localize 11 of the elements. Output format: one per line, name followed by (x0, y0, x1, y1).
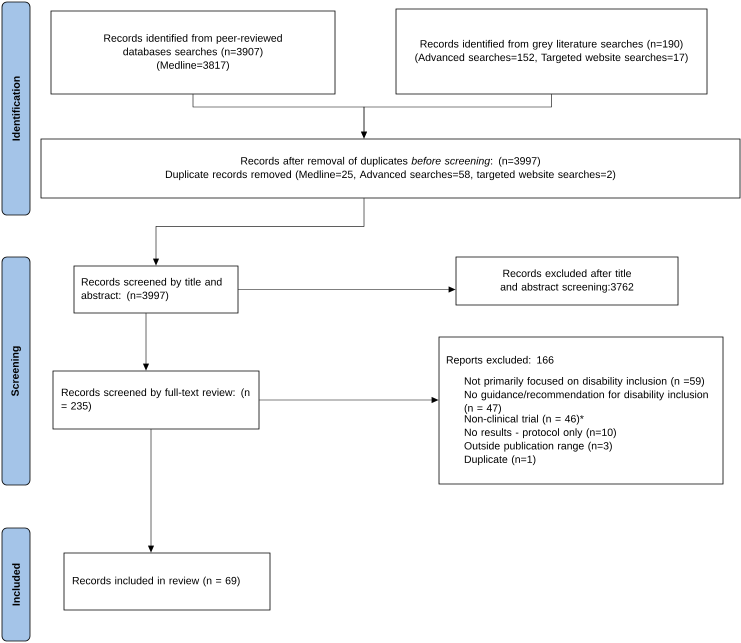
process-box: Records screened by full-text review: (n = 235) (52, 370, 260, 430)
process-box: Records screened by title and abstract: (n=3997) (74, 266, 238, 314)
exclusion-box: Reports excluded: 166 Not primarily focused on disability inclusion (n =59) No guidance/recommendation for disability inclusion (n = 47) Non-clinical trial (n = 46)* No results - protocol only (n=10) Outside publication range (n=3) Duplicate (n=1) (438, 336, 724, 484)
process-box: Records after removal of duplicates before screening: (n=3997) Duplicate records removed (Medline=25, Advanced searches=58, targeted website searches=2) (40, 138, 740, 198)
stage-band: Included (2, 528, 30, 642)
stage-band: Identification (2, 2, 30, 216)
process-box: Records identified from peer-reviewed databases searches (n=3907) (Medline=3817) (50, 10, 336, 94)
stage-band: Screening (2, 256, 30, 486)
process-box: Records excluded after title and abstract screening:3762 (456, 256, 678, 306)
process-box: Records included in review (n = 69) (64, 552, 270, 610)
process-box: Records identified from grey literature searches (n=190) (Advanced searches=152, Targeted website searches=17) (396, 8, 708, 94)
